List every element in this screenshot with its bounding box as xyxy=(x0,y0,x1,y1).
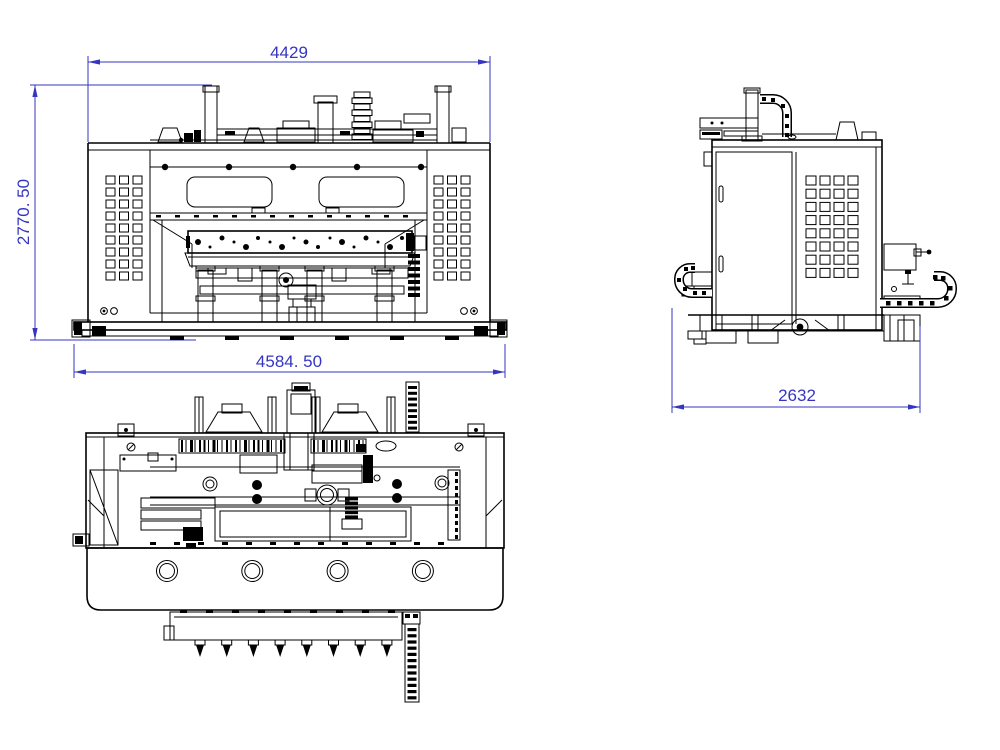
front-window-left xyxy=(186,176,273,208)
side-top-cable-chain xyxy=(760,94,792,137)
dim-label-4429: 4429 xyxy=(270,43,308,62)
right-chain-strip xyxy=(447,469,461,541)
conveyor-box xyxy=(214,506,412,542)
center-post xyxy=(317,101,334,144)
dim-label-2770-50: 2770. 50 xyxy=(14,179,33,245)
dimension-front-top-width: 4429 xyxy=(87,43,491,142)
top-view-slab xyxy=(72,533,504,611)
top-view-upper-fixtures xyxy=(117,381,485,437)
end-gear-stack xyxy=(408,254,420,297)
front-right-vent-grid xyxy=(433,175,471,281)
dimension-side-width: 2632 xyxy=(671,308,921,413)
hopper-trapezoid-right xyxy=(321,411,379,433)
side-right-attachment xyxy=(883,243,932,304)
cap-trapezoid xyxy=(157,127,183,143)
left-connector xyxy=(72,533,90,547)
beam-holes xyxy=(195,235,404,250)
hopper-trapezoid-left xyxy=(205,411,263,433)
front-window-right xyxy=(318,176,405,208)
oval-port xyxy=(375,440,397,452)
left-post xyxy=(204,85,218,144)
dimension-front-bottom-width: 4584. 50 xyxy=(73,344,506,378)
center-bearing xyxy=(316,484,338,506)
front-view: 4429 2770. 50 4584. 50 xyxy=(14,43,508,378)
base-wheel xyxy=(791,318,809,336)
side-view: 2632 xyxy=(671,87,957,413)
bolt-row xyxy=(161,163,425,171)
rack-upper xyxy=(405,381,420,433)
dimension-front-height: 2770. 50 xyxy=(14,84,212,341)
side-cap-trapezoid xyxy=(835,121,859,141)
center-motor xyxy=(286,382,316,434)
feet-pads xyxy=(170,336,459,340)
side-post xyxy=(745,89,759,141)
right-end-cap xyxy=(489,319,508,338)
top-view-tool-tray xyxy=(163,610,403,657)
side-door xyxy=(715,151,793,325)
front-roller-assembly xyxy=(184,230,427,323)
left-end-cap xyxy=(71,319,91,338)
top-view-rack-lower xyxy=(402,611,421,703)
front-left-vent-grid xyxy=(105,175,143,281)
top-view xyxy=(72,381,505,703)
top-view-frame xyxy=(85,432,505,549)
door-hinge-top xyxy=(718,185,724,203)
dim-label-2632: 2632 xyxy=(778,386,816,405)
front-body xyxy=(87,142,491,322)
dim-label-4584-50: 4584. 50 xyxy=(256,352,322,371)
side-base xyxy=(687,314,921,345)
side-body xyxy=(703,139,883,331)
center-column xyxy=(283,432,315,471)
clamp-teeth xyxy=(194,639,393,657)
front-top-attachments xyxy=(150,85,467,144)
side-vent-grid xyxy=(805,175,859,278)
side-left-cable-chain xyxy=(674,263,712,298)
side-top-attachments xyxy=(699,87,877,142)
right-post xyxy=(436,85,450,144)
door-hinge-bottom xyxy=(718,255,724,273)
side-right-cable-chain xyxy=(880,271,957,308)
side-arm xyxy=(699,117,759,129)
slab-holes xyxy=(156,560,434,582)
front-base xyxy=(71,319,508,340)
hatch-rail-left xyxy=(178,438,286,454)
